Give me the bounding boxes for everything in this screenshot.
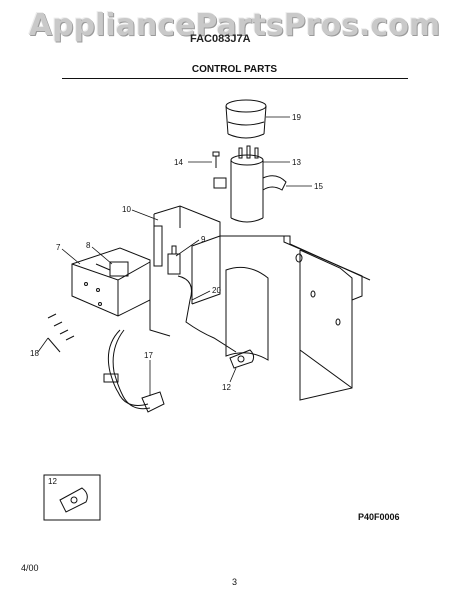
thermostat-capillary — [149, 275, 237, 353]
callout-12: 12 — [222, 383, 231, 392]
callout-17: 17 — [144, 351, 153, 360]
callout-15: 15 — [314, 182, 323, 191]
screw-set — [47, 313, 75, 353]
mounting-screw — [212, 151, 220, 168]
revision-date: 4/00 — [21, 563, 39, 573]
callout-7: 7 — [56, 243, 61, 252]
section-title: CONTROL PARTS — [191, 64, 278, 75]
inset-detail — [43, 474, 101, 521]
callout-8: 8 — [86, 241, 91, 250]
callout-20: 20 — [212, 286, 221, 295]
thermostat-clip — [229, 349, 255, 369]
watermark: AppliancePartsPros.com — [28, 8, 441, 43]
callout-12-inset: 12 — [48, 477, 57, 486]
callout-13: 13 — [292, 158, 301, 167]
capacitor-strap — [262, 175, 287, 191]
capacitor-cap — [225, 99, 267, 139]
control-box — [153, 205, 221, 305]
title-rule — [62, 78, 408, 79]
baffle — [225, 266, 269, 361]
page-number: 3 — [231, 577, 237, 587]
leader-lines — [37, 116, 312, 396]
callout-19: 19 — [292, 113, 301, 122]
callout-18: 18 — [30, 349, 39, 358]
power-cord — [103, 329, 165, 413]
capacitor — [230, 145, 264, 223]
control-housing — [71, 247, 151, 317]
callout-10: 10 — [122, 205, 131, 214]
figure-code: P40F0006 — [358, 512, 400, 522]
callout-labels: 19 14 13 15 10 9 7 8 20 17 18 12 12 — [30, 113, 323, 486]
rear-panel — [220, 235, 371, 401]
model-number: FAC083J7A — [190, 33, 251, 45]
callout-14: 14 — [174, 158, 183, 167]
callout-9: 9 — [201, 235, 206, 244]
selector-switch — [167, 245, 181, 275]
